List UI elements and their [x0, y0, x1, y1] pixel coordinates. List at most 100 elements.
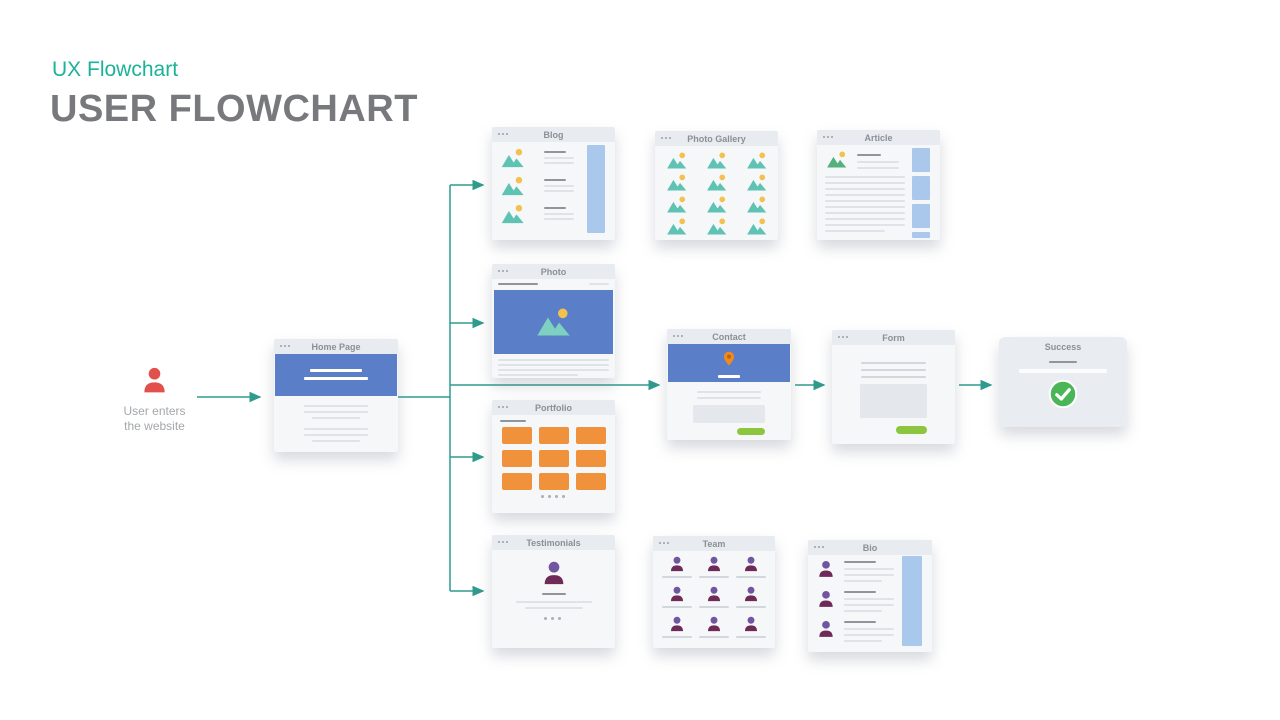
node-title: Team [702, 539, 726, 549]
line [544, 179, 566, 181]
sidebar-block [912, 148, 930, 172]
image-icon [500, 147, 526, 169]
window-dots-icon [498, 270, 508, 272]
line [498, 283, 538, 285]
line [697, 391, 761, 393]
line [498, 374, 578, 376]
node-home-page[interactable]: Home Page [274, 339, 398, 452]
window-dots-icon [673, 335, 683, 337]
person-icon [668, 585, 686, 603]
image-icon [665, 151, 689, 170]
node-blog[interactable]: Blog [492, 127, 615, 240]
line [844, 640, 882, 642]
node-title: Portfolio [535, 403, 572, 413]
line [500, 420, 526, 422]
person-icon [705, 555, 723, 573]
sidebar-block [587, 145, 605, 233]
line [718, 375, 740, 378]
textarea-placeholder [860, 384, 927, 418]
node-bio[interactable]: Bio [808, 540, 932, 652]
line [304, 377, 368, 380]
line [857, 161, 899, 163]
window-dots-icon [280, 345, 290, 347]
node-success[interactable]: Success [999, 337, 1127, 427]
person-icon [668, 615, 686, 633]
line [662, 576, 692, 578]
entry-label-line2: the website [124, 419, 185, 433]
line [825, 218, 905, 220]
line [844, 598, 894, 600]
node-header: Portfolio [492, 400, 615, 415]
line [1019, 369, 1107, 373]
line [304, 411, 368, 413]
image-icon [500, 203, 526, 225]
node-article[interactable]: Article [817, 130, 940, 240]
image-icon [745, 173, 769, 192]
location-pin-icon [721, 348, 737, 369]
line [844, 574, 894, 576]
person-icon [816, 559, 836, 579]
node-title: Testimonials [526, 538, 581, 548]
sidebar-block [902, 556, 922, 646]
window-dots-icon [838, 336, 848, 338]
textarea-placeholder [693, 405, 765, 423]
node-team[interactable]: Team [653, 536, 775, 648]
page-title: USER FLOWCHART [50, 88, 418, 130]
image-icon [705, 217, 729, 236]
line [310, 369, 362, 372]
node-photo[interactable]: Photo [492, 264, 615, 378]
pagination-dots-icon [541, 495, 565, 498]
line [861, 376, 926, 378]
line [825, 182, 905, 184]
check-icon [1048, 379, 1078, 409]
node-title: Contact [712, 332, 746, 342]
node-header: Testimonials [492, 535, 615, 550]
line [857, 167, 899, 169]
person-icon [742, 555, 760, 573]
window-dots-icon [498, 541, 508, 543]
line [589, 283, 609, 285]
line [525, 607, 583, 609]
node-header: Photo [492, 264, 615, 279]
line [736, 606, 766, 608]
line [699, 636, 729, 638]
line [544, 151, 566, 153]
window-dots-icon [814, 546, 824, 548]
line [312, 440, 360, 442]
node-title: Photo [540, 267, 567, 277]
portfolio-tile [502, 473, 532, 490]
line [844, 568, 894, 570]
line [304, 434, 368, 436]
node-contact[interactable]: Contact [667, 329, 791, 440]
image-icon [534, 306, 574, 338]
line [844, 628, 894, 630]
line [825, 188, 905, 190]
node-header: Form [832, 330, 955, 345]
sidebar-block [912, 232, 930, 238]
line [825, 206, 905, 208]
line [857, 154, 881, 156]
line [498, 369, 609, 371]
node-title: Blog [543, 130, 564, 140]
image-icon [745, 217, 769, 236]
window-dots-icon [659, 542, 669, 544]
line [844, 561, 876, 563]
node-title: Success [1044, 342, 1082, 352]
line [844, 634, 894, 636]
node-portfolio[interactable]: Portfolio [492, 400, 615, 513]
node-title: Home Page [311, 342, 361, 352]
person-icon [742, 585, 760, 603]
node-form[interactable]: Form [832, 330, 955, 444]
node-header: Blog [492, 127, 615, 142]
line [544, 162, 574, 164]
line [736, 576, 766, 578]
line [697, 397, 761, 399]
window-dots-icon [661, 137, 671, 139]
line [825, 194, 905, 196]
node-photo-gallery[interactable]: Photo Gallery [655, 131, 778, 240]
photo-banner [494, 290, 613, 354]
node-testimonials[interactable]: Testimonials [492, 535, 615, 648]
line [844, 580, 882, 582]
image-icon [745, 195, 769, 214]
person-icon [705, 585, 723, 603]
